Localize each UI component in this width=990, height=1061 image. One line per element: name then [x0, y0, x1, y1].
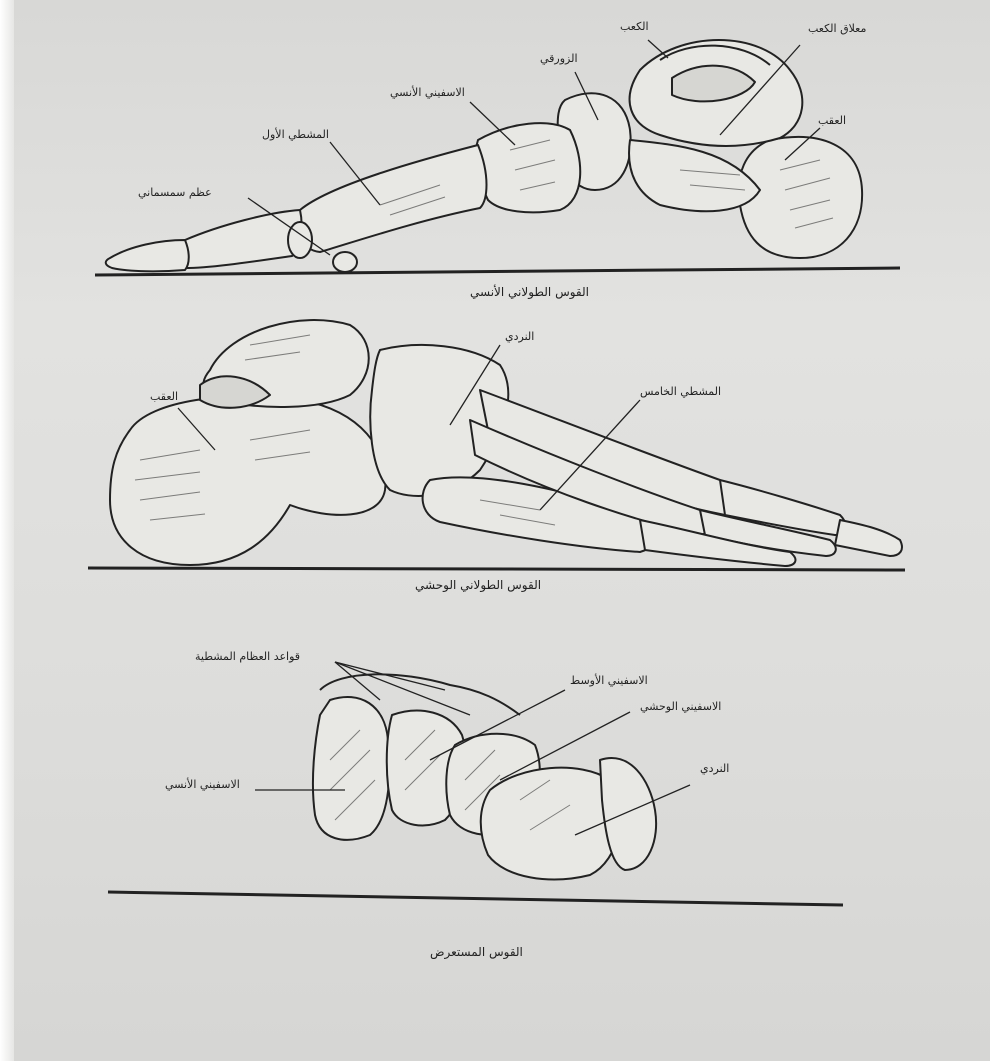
transverse-cuboid [481, 768, 621, 880]
caption-transverse-arch: القوس المستعرض [430, 945, 523, 959]
label-metatarsal-bases: قواعد العظام المشطية [195, 650, 300, 663]
ground-line-3 [108, 892, 843, 905]
label-lateral-cuneiform: الاسفيني الوحشي [640, 700, 721, 713]
label-medial-cuneiform-3: الاسفيني الأنسي [165, 778, 240, 791]
label-intermediate-cuneiform: الاسفيني الأوسط [570, 674, 648, 687]
label-cuboid-3: النردي [700, 762, 729, 775]
